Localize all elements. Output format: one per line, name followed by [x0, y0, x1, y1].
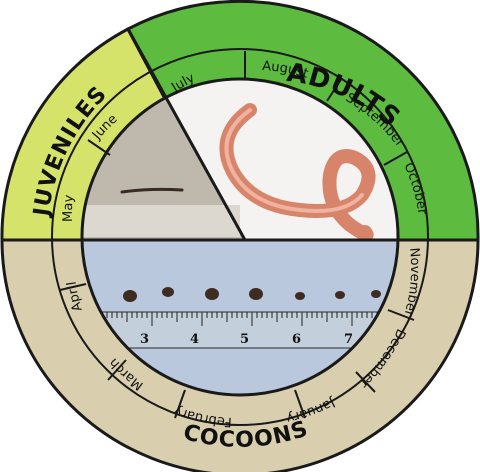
juvenile-ruler: [80, 205, 240, 237]
cocoon: [162, 287, 174, 297]
month-may: May: [61, 194, 77, 222]
ruler-number: 5: [240, 332, 249, 347]
cocoon: [249, 288, 263, 300]
cocoon: [205, 288, 219, 300]
cocoon: [335, 291, 345, 299]
ruler-number: 3: [140, 332, 149, 347]
ruler-number: 4: [190, 332, 199, 347]
cocoon: [295, 292, 305, 300]
ruler-number: 7: [344, 332, 353, 347]
ruler-number: 6: [292, 332, 301, 347]
cocoon: [371, 290, 381, 298]
cocoon: [123, 290, 137, 302]
